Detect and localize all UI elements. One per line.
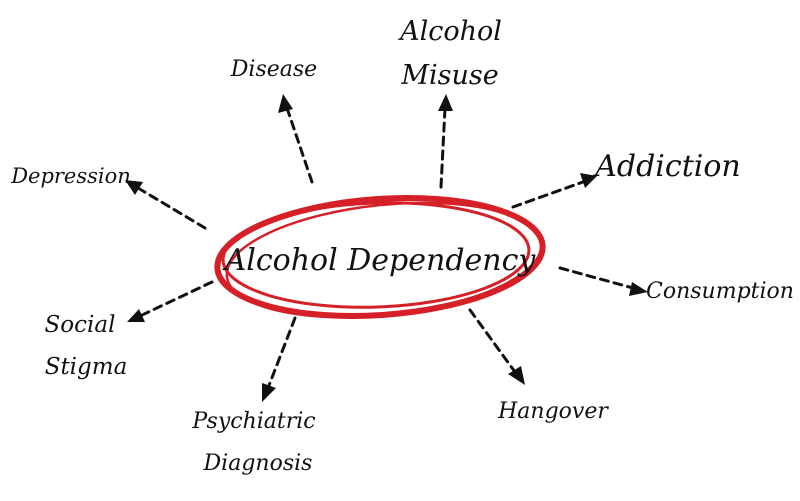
arrowhead-addiction — [580, 173, 597, 188]
node-labels: Disease Alcohol Misuse Addiction Depress… — [10, 16, 794, 476]
arrow-social-stigma — [138, 280, 214, 318]
node-social-stigma-line1: Social — [45, 312, 116, 338]
node-consumption: Consumption — [646, 279, 794, 304]
arrow-alcohol-misuse — [439, 106, 447, 189]
node-alcohol-misuse-line1: Alcohol — [397, 16, 502, 47]
node-depression: Depression — [10, 164, 131, 188]
arrowhead-consumption — [629, 282, 648, 296]
arrow-consumption — [558, 266, 635, 290]
center-label: Alcohol Dependency — [222, 243, 537, 278]
node-social-stigma-line2: Stigma — [45, 354, 128, 380]
arrows — [125, 94, 648, 402]
arrow-depression — [136, 186, 207, 230]
node-alcohol-misuse-line2: Misuse — [400, 60, 498, 91]
arrowhead-disease — [278, 94, 293, 113]
arrow-hangover — [468, 308, 517, 374]
arrow-disease — [285, 106, 314, 184]
node-addiction: Addiction — [592, 149, 741, 184]
node-psychiatric-diagnosis-line2: Diagnosis — [203, 451, 313, 476]
arrowhead-alcohol-misuse — [438, 94, 453, 111]
node-psychiatric-diagnosis-line1: Psychiatric — [191, 409, 315, 434]
arrowhead-hangover — [508, 366, 525, 385]
arrow-psychiatric-diagnosis — [266, 316, 297, 390]
arrow-addiction — [511, 180, 585, 209]
arrowhead-psychiatric-diagnosis — [262, 383, 276, 402]
center-ring — [214, 195, 546, 319]
arrowhead-social-stigma — [127, 309, 145, 322]
arrowhead-depression — [125, 180, 143, 195]
node-hangover: Hangover — [497, 399, 609, 424]
node-disease: Disease — [230, 57, 317, 82]
